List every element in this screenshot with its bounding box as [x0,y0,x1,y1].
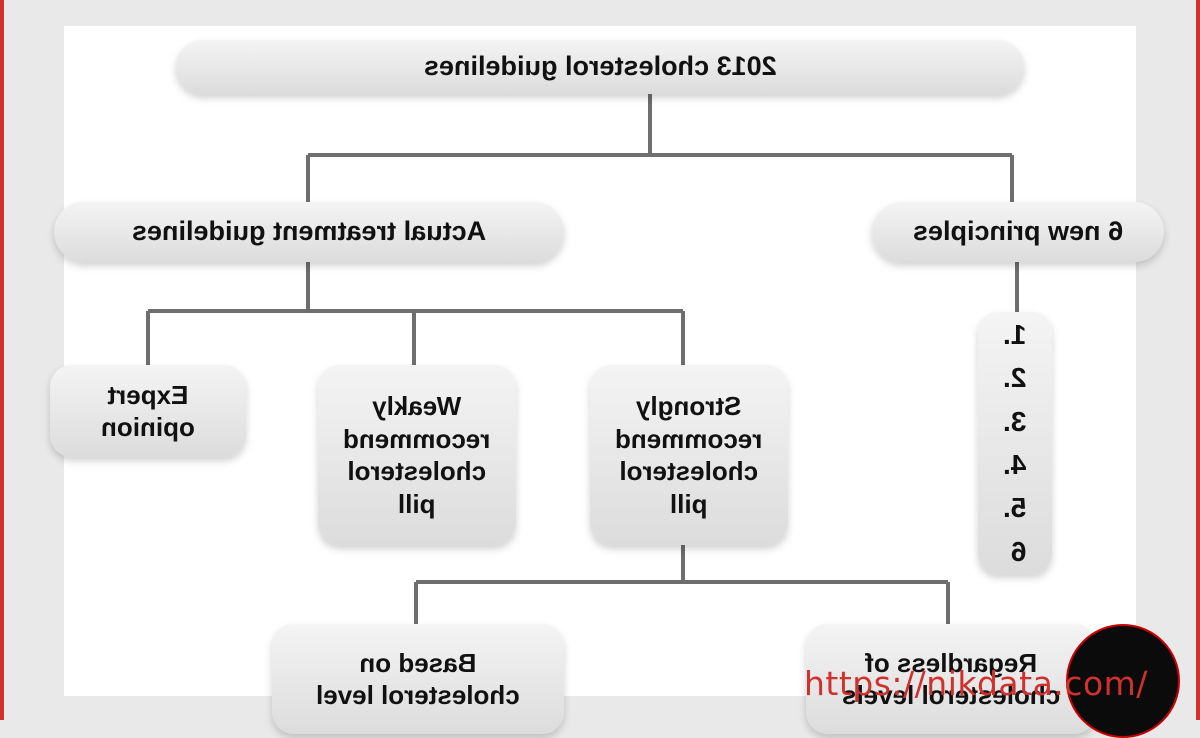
treatment-node: Actual treatment guidelines [54,202,564,262]
principles-label: 6 new principles [912,216,1124,247]
connector-lines [146,94,1019,625]
weakly-label: Weakly recommend cholesterol pill [343,391,491,519]
principles-list-node: 1. 2. 3. 4. 5. 6 [978,312,1052,574]
principles-list: 1. 2. 3. 4. 5. 6 [1003,318,1027,567]
based-on-label: Based on cholesterol level [316,647,520,711]
regardless-node: Regardless of cholesterol levels [806,624,1096,734]
expert-label: Expert opinion [101,379,195,443]
principles-node: 6 new principles [872,202,1164,262]
right-red-border [1196,0,1200,720]
expert-node: Expert opinion [50,365,246,457]
weakly-node: Weakly recommend cholesterol pill [318,365,516,545]
strongly-node: Strongly recommend cholesterol pill [590,365,788,545]
diagram-panel [64,26,1136,696]
strongly-label: Strongly recommend cholesterol pill [615,391,763,519]
treatment-label: Actual treatment guidelines [131,216,487,247]
left-red-border [0,0,4,720]
based-on-node: Based on cholesterol level [272,624,564,734]
root-node: 2013 cholesterol guidelines [176,40,1024,94]
root-label: 2013 cholesterol guidelines [423,51,777,82]
watermark-url[interactable]: https://nikdata.com/ [804,664,1148,703]
